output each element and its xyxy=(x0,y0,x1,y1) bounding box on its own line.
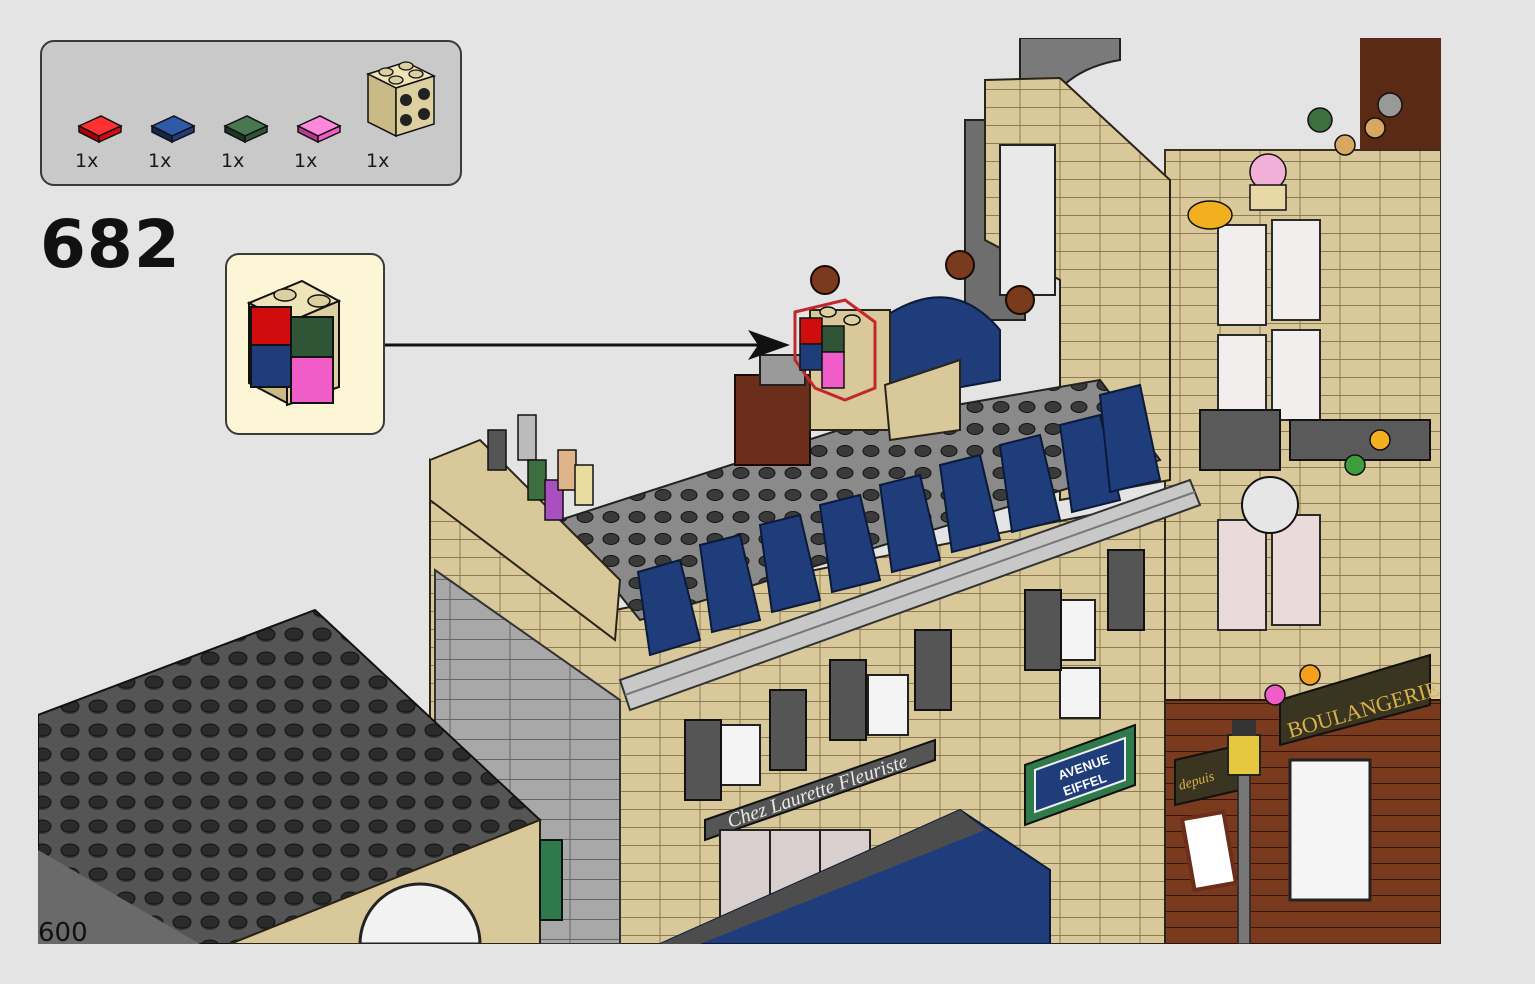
step-number: 682 xyxy=(40,206,181,283)
chimney-pots xyxy=(487,414,594,521)
part-tan-brick: 1x xyxy=(366,56,446,176)
part-qty: 1x xyxy=(294,150,318,172)
part-blue-tile: 1x xyxy=(148,56,208,176)
street-sign: AVENUE EIFFEL xyxy=(1024,723,1136,827)
blue-roof-slopes xyxy=(636,296,1162,657)
part-qty: 1x xyxy=(148,150,172,172)
part-red-tile: 1x xyxy=(75,56,135,176)
cake-decor xyxy=(1187,92,1403,706)
lamp-bracket xyxy=(1199,409,1431,534)
pink-tile-icon xyxy=(296,115,342,144)
street-lamp xyxy=(1227,720,1261,944)
part-qty: 1x xyxy=(221,150,245,172)
dark-blue-tile-icon xyxy=(150,115,196,144)
part-green-tile: 1x xyxy=(221,56,281,176)
page-number: 600 xyxy=(38,918,88,948)
part-pink-tile: 1x xyxy=(294,56,354,176)
assembled-brick-icon xyxy=(246,279,342,407)
tan-brick-2x2-icon xyxy=(366,61,436,138)
new-brick-highlight xyxy=(793,298,877,402)
part-qty: 1x xyxy=(366,150,390,172)
dark-green-tile-icon xyxy=(223,115,269,144)
callout-box xyxy=(225,253,385,435)
red-tile-icon xyxy=(77,115,123,144)
part-qty: 1x xyxy=(75,150,99,172)
parts-list-panel: 1x 1x 1x 1x xyxy=(40,40,462,186)
